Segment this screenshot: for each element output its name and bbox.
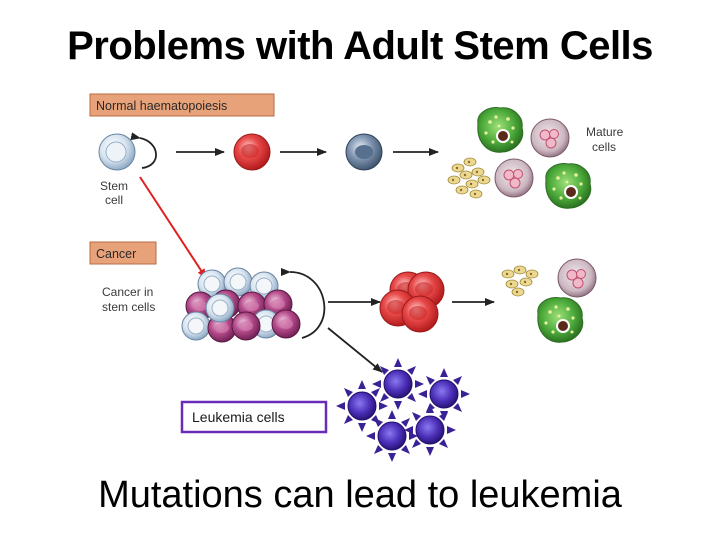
normal-header-label: Normal haematopoiesis	[96, 99, 227, 113]
stem-cell-label-2: cell	[105, 193, 123, 207]
cancer-mature-cells	[501, 258, 597, 344]
slide-caption: Mutations can lead to leukemia	[98, 474, 622, 516]
leukemia-cell-cluster	[335, 357, 471, 463]
leukemia-cells-box: Leukemia cells	[180, 400, 328, 434]
cancer-stem-cell-cluster	[181, 267, 301, 343]
cancer-stem-label-2: stem cells	[102, 300, 155, 314]
mature-cells-label-2: cells	[592, 140, 616, 154]
progenitor-blue-cell	[345, 133, 383, 171]
slide-title: Problems with Adult Stem Cells	[67, 24, 653, 68]
cancer-self-renewal-arrow	[280, 267, 326, 339]
stem-cell-label-1: Stem	[100, 179, 128, 193]
arrow-to-leukemia	[327, 327, 383, 373]
cancer-progenitor-cluster	[379, 271, 445, 333]
self-renewal-arrow	[130, 132, 157, 169]
cancer-stem-label-1: Cancer in	[102, 285, 153, 299]
leukemia-cells-label: Leukemia cells	[192, 409, 285, 425]
cancer-header-label: Cancer	[96, 247, 136, 261]
cancer-header: Cancer	[89, 241, 157, 265]
haematopoiesis-diagram: Normal haematopoiesis Stem cell Mature c…	[89, 93, 624, 463]
normal-haematopoiesis-header: Normal haematopoiesis	[89, 93, 275, 117]
mature-cells-label-1: Mature	[586, 125, 624, 139]
mature-cells-cluster	[447, 106, 592, 210]
progenitor-red-cell	[233, 133, 271, 171]
mutation-arrow	[139, 176, 207, 279]
stem-cell	[98, 133, 136, 171]
